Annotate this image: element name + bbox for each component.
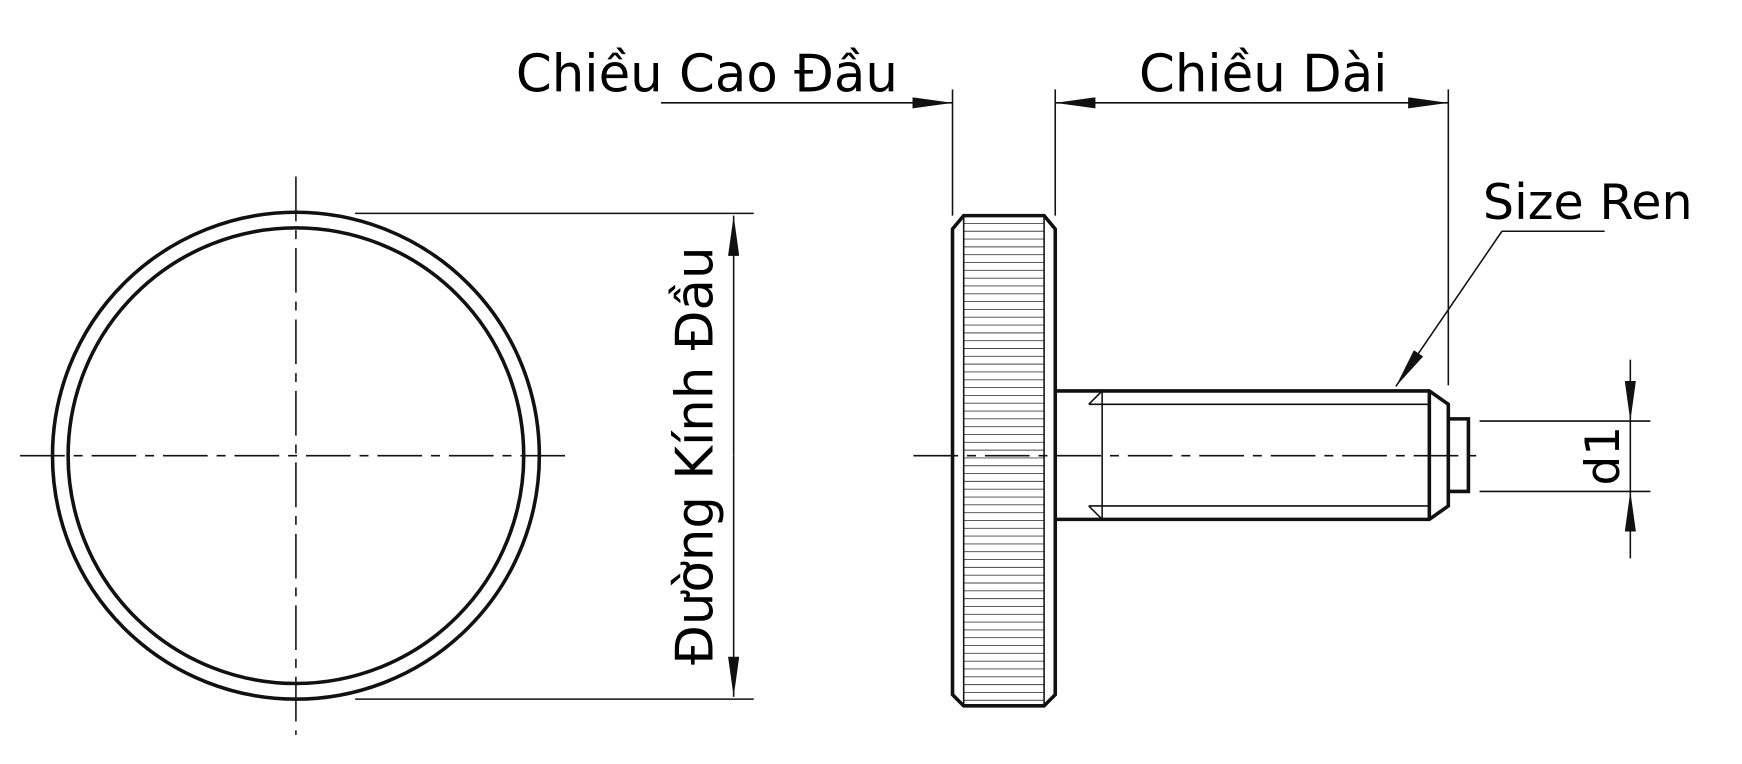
head-diameter-label: Đường Kính Đầu (665, 246, 725, 664)
head-height-label: Chiều Cao Đầu (516, 45, 898, 105)
thread-leader (1395, 230, 1503, 387)
length-label: Chiều Dài (1139, 45, 1387, 105)
knurled-head (950, 213, 1058, 708)
d1-label: d1 (1576, 426, 1631, 486)
thread-size-label: Size Ren (1483, 173, 1693, 231)
threaded-shank (1055, 389, 1451, 522)
pilot-tip (1448, 417, 1471, 494)
knurl-pattern (963, 222, 1045, 701)
side-view: Chiều Cao Đầu Chiều Dài Size Ren d1 (516, 45, 1693, 708)
front-view: Đường Kính Đầu (20, 176, 754, 735)
